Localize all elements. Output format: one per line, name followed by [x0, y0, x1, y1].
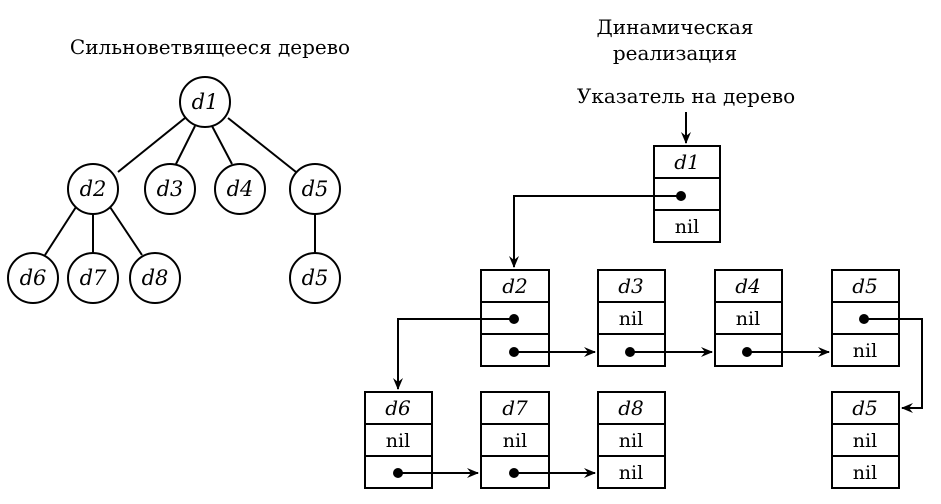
record-d8: d8 nil nil: [597, 391, 666, 489]
tree-node-d3: d3: [144, 163, 196, 215]
record-d5-child: d5 nil nil: [831, 391, 900, 489]
record-nil: nil: [736, 308, 760, 330]
tree-node-d1: d1: [179, 76, 231, 128]
tree-node-label: d5: [302, 177, 329, 201]
record-d3: d3 nil: [597, 269, 666, 367]
record-d4: d4 nil: [714, 269, 783, 367]
dynamic-title-line1: Динамическая: [596, 15, 753, 39]
record-name: d5: [852, 274, 878, 298]
record-name: d8: [618, 396, 644, 420]
tree-node-d5: d5: [289, 163, 341, 215]
record-nil: nil: [853, 430, 877, 452]
record-d1: d1 nil: [653, 145, 721, 243]
arrow-d2-to-d6: [393, 318, 514, 390]
tree-node-label: d3: [157, 177, 184, 201]
tree-node-label: d5: [302, 266, 329, 290]
record-nil: nil: [675, 216, 699, 238]
tree-node-label: d4: [227, 177, 254, 201]
arrow-d5-to-d5-child: [864, 318, 923, 413]
record-nil: nil: [619, 308, 643, 330]
pointer-arrows: [393, 112, 923, 478]
tree-edges: [44, 117, 316, 256]
tree-node-label: d2: [80, 177, 107, 201]
record-name: d5: [852, 396, 878, 420]
record-name: d1: [674, 150, 700, 174]
record-nil: nil: [853, 340, 877, 362]
record-name: d6: [385, 396, 411, 420]
tree-title: Сильноветвящееся дерево: [70, 35, 350, 59]
tree-node-d4: d4: [214, 163, 266, 215]
record-nil: nil: [619, 430, 643, 452]
record-nil: nil: [853, 462, 877, 484]
tree-node-d2: d2: [67, 163, 119, 215]
tree-node-d6: d6: [7, 252, 59, 304]
record-nil: nil: [503, 430, 527, 452]
arrow-d1-to-d2: [509, 195, 681, 268]
tree-node-label: d7: [80, 266, 107, 290]
tree-node-d7: d7: [67, 252, 119, 304]
record-name: d4: [735, 274, 761, 298]
dynamic-title-line2: реализация: [613, 41, 737, 65]
tree-node-label: d1: [192, 90, 219, 114]
record-name: d3: [618, 274, 644, 298]
record-name: d2: [502, 274, 528, 298]
pointer-label: Указатель на дерево: [577, 84, 795, 108]
record-nil: nil: [386, 430, 410, 452]
tree-node-d8: d8: [129, 252, 181, 304]
record-nil: nil: [619, 462, 643, 484]
tree-node-label: d8: [142, 266, 169, 290]
tree-node-d5-child: d5: [289, 252, 341, 304]
tree-node-label: d6: [20, 266, 47, 290]
record-name: d7: [502, 396, 528, 420]
